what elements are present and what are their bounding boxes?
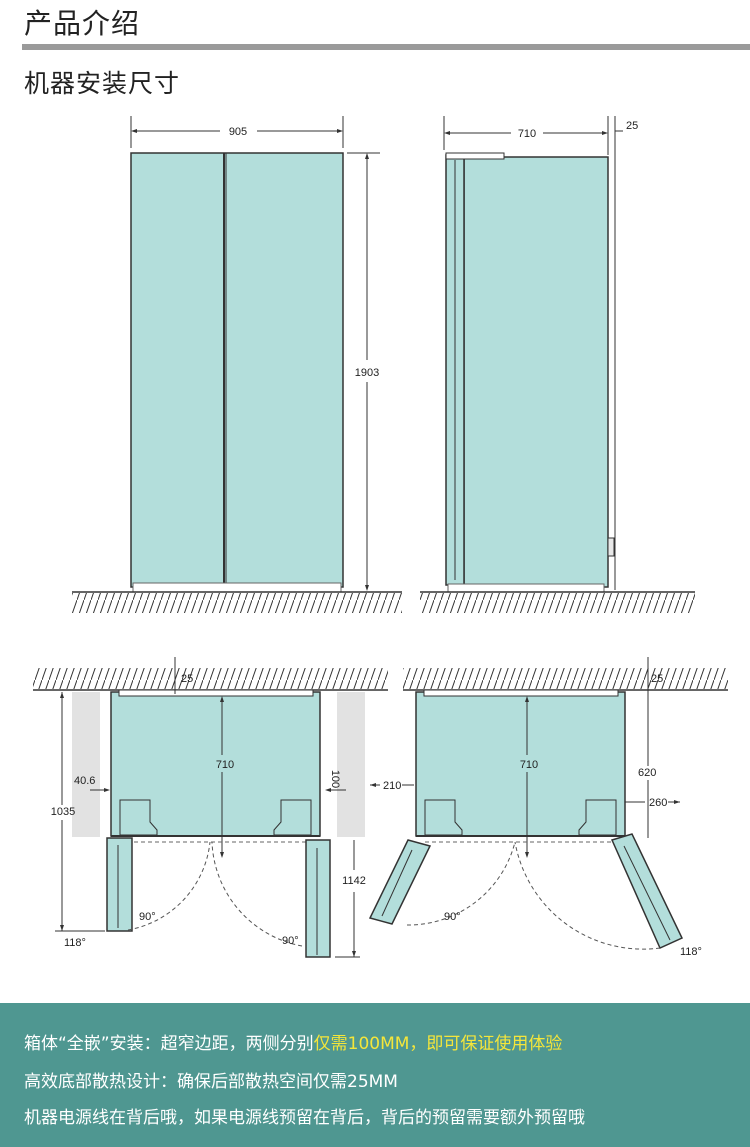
dim-door-depth-left: 1035 — [51, 806, 75, 818]
footer-line-3: 机器电源线在背后哦，如果电源线预留在背后，背后的预留需要额外预留哦 — [24, 1108, 585, 1128]
angle-90-a: 90° — [139, 911, 156, 923]
plan-view-right: 710 25 620 260 210 90° 118° — [368, 657, 728, 958]
dim-front-width: 905 — [229, 126, 247, 138]
plan-left-door-left — [106, 837, 133, 932]
section-title: 机器安装尺寸 — [24, 69, 181, 98]
dim-side-depth: 710 — [518, 128, 536, 140]
plan-left-door-right — [305, 839, 331, 958]
side-view: 710 25 — [420, 116, 695, 613]
front-view: 905 1903 — [72, 116, 402, 613]
header: 产品介绍 — [0, 0, 750, 60]
footer-banner: 箱体“全嵌”安装：超窄边距，两侧分别仅需100MM，即可保证使用体验 高效底部散… — [0, 1003, 750, 1147]
dim-side-clearance-left: 40.6 — [74, 775, 95, 787]
dim-plan-depth-left: 710 — [216, 759, 234, 771]
dim-right-offset: 210 — [383, 780, 401, 792]
dim-height: 1903 — [355, 367, 379, 379]
dim-side-gap: 25 — [626, 120, 638, 132]
installation-diagram: 905 1903 710 25 — [33, 116, 728, 958]
dim-top-gap-left: 25 — [181, 673, 193, 685]
page-title: 产品介绍 — [24, 7, 141, 40]
plan-left-cabinet — [110, 691, 321, 837]
dim-plan-depth-right: 710 — [520, 759, 538, 771]
side-fridge-body — [463, 156, 609, 588]
angle-90-b: 90° — [282, 935, 299, 947]
plan-view-left: 710 25 90° 118° 90° 1035 40.6 100 1142 — [33, 657, 388, 958]
ground-hatch — [72, 593, 402, 613]
dim-right-door: 260 — [649, 797, 667, 809]
plan-right-cabinet — [415, 691, 626, 837]
dim-side-clearance-right: 100 — [329, 770, 341, 788]
dim-right-cabinet: 620 — [638, 767, 656, 779]
plan-right-door-right — [610, 833, 684, 949]
footer-line-1: 箱体“全嵌”安装：超窄边距，两侧分别仅需100MM，即可保证使用体验 — [24, 1029, 562, 1054]
header-divider — [22, 44, 750, 50]
footer-line-1-highlight: 仅需100MM，即可保证使用体验 — [313, 1034, 563, 1054]
dim-top-gap-right: 25 — [651, 673, 663, 685]
angle-118-a: 118° — [64, 937, 86, 949]
angle-118-b: 118° — [680, 946, 702, 958]
footer-line-2: 高效底部散热设计：确保后部散热空间仅需25MM — [24, 1072, 398, 1092]
front-fridge-body — [130, 152, 344, 588]
dim-door-depth-right: 1142 — [342, 875, 366, 887]
plan-right-door-left — [368, 839, 432, 925]
footer-line-1-text: 箱体“全嵌”安装：超窄边距，两侧分别 — [24, 1034, 314, 1054]
angle-90-c: 90° — [444, 911, 461, 923]
